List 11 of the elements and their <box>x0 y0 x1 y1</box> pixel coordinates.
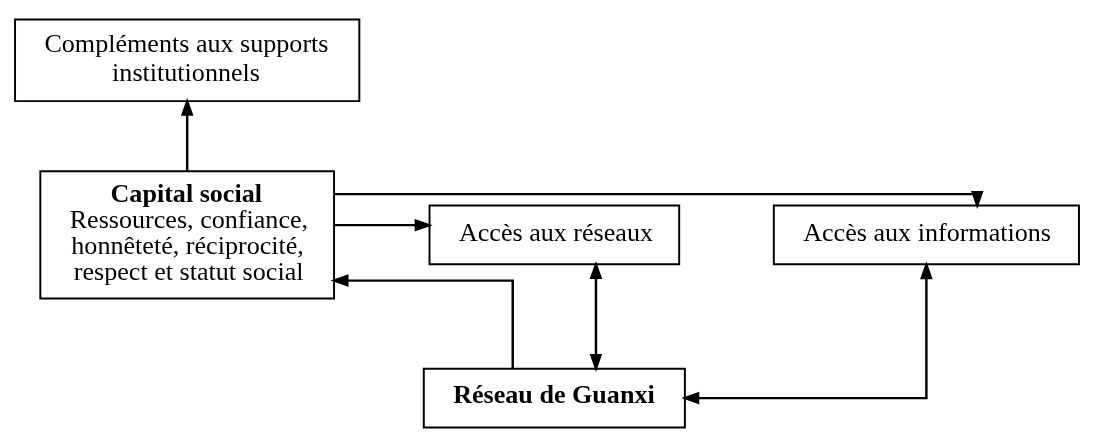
arrow <box>681 261 933 405</box>
node-box: Accès aux informations <box>772 204 1080 266</box>
node-box: Capital social Ressources, confiance, honnêteté, réciprocité, respect et statut social <box>39 170 336 300</box>
arrow <box>334 218 433 232</box>
arrow <box>334 191 984 209</box>
node-box: Réseau de Guanxi <box>422 367 686 429</box>
arrow <box>330 274 514 369</box>
arrow <box>180 97 194 171</box>
node-box: Accès aux réseaux <box>428 204 681 266</box>
arrow <box>589 260 603 372</box>
node-box: Compléments aux supports institutionnels <box>14 18 361 103</box>
